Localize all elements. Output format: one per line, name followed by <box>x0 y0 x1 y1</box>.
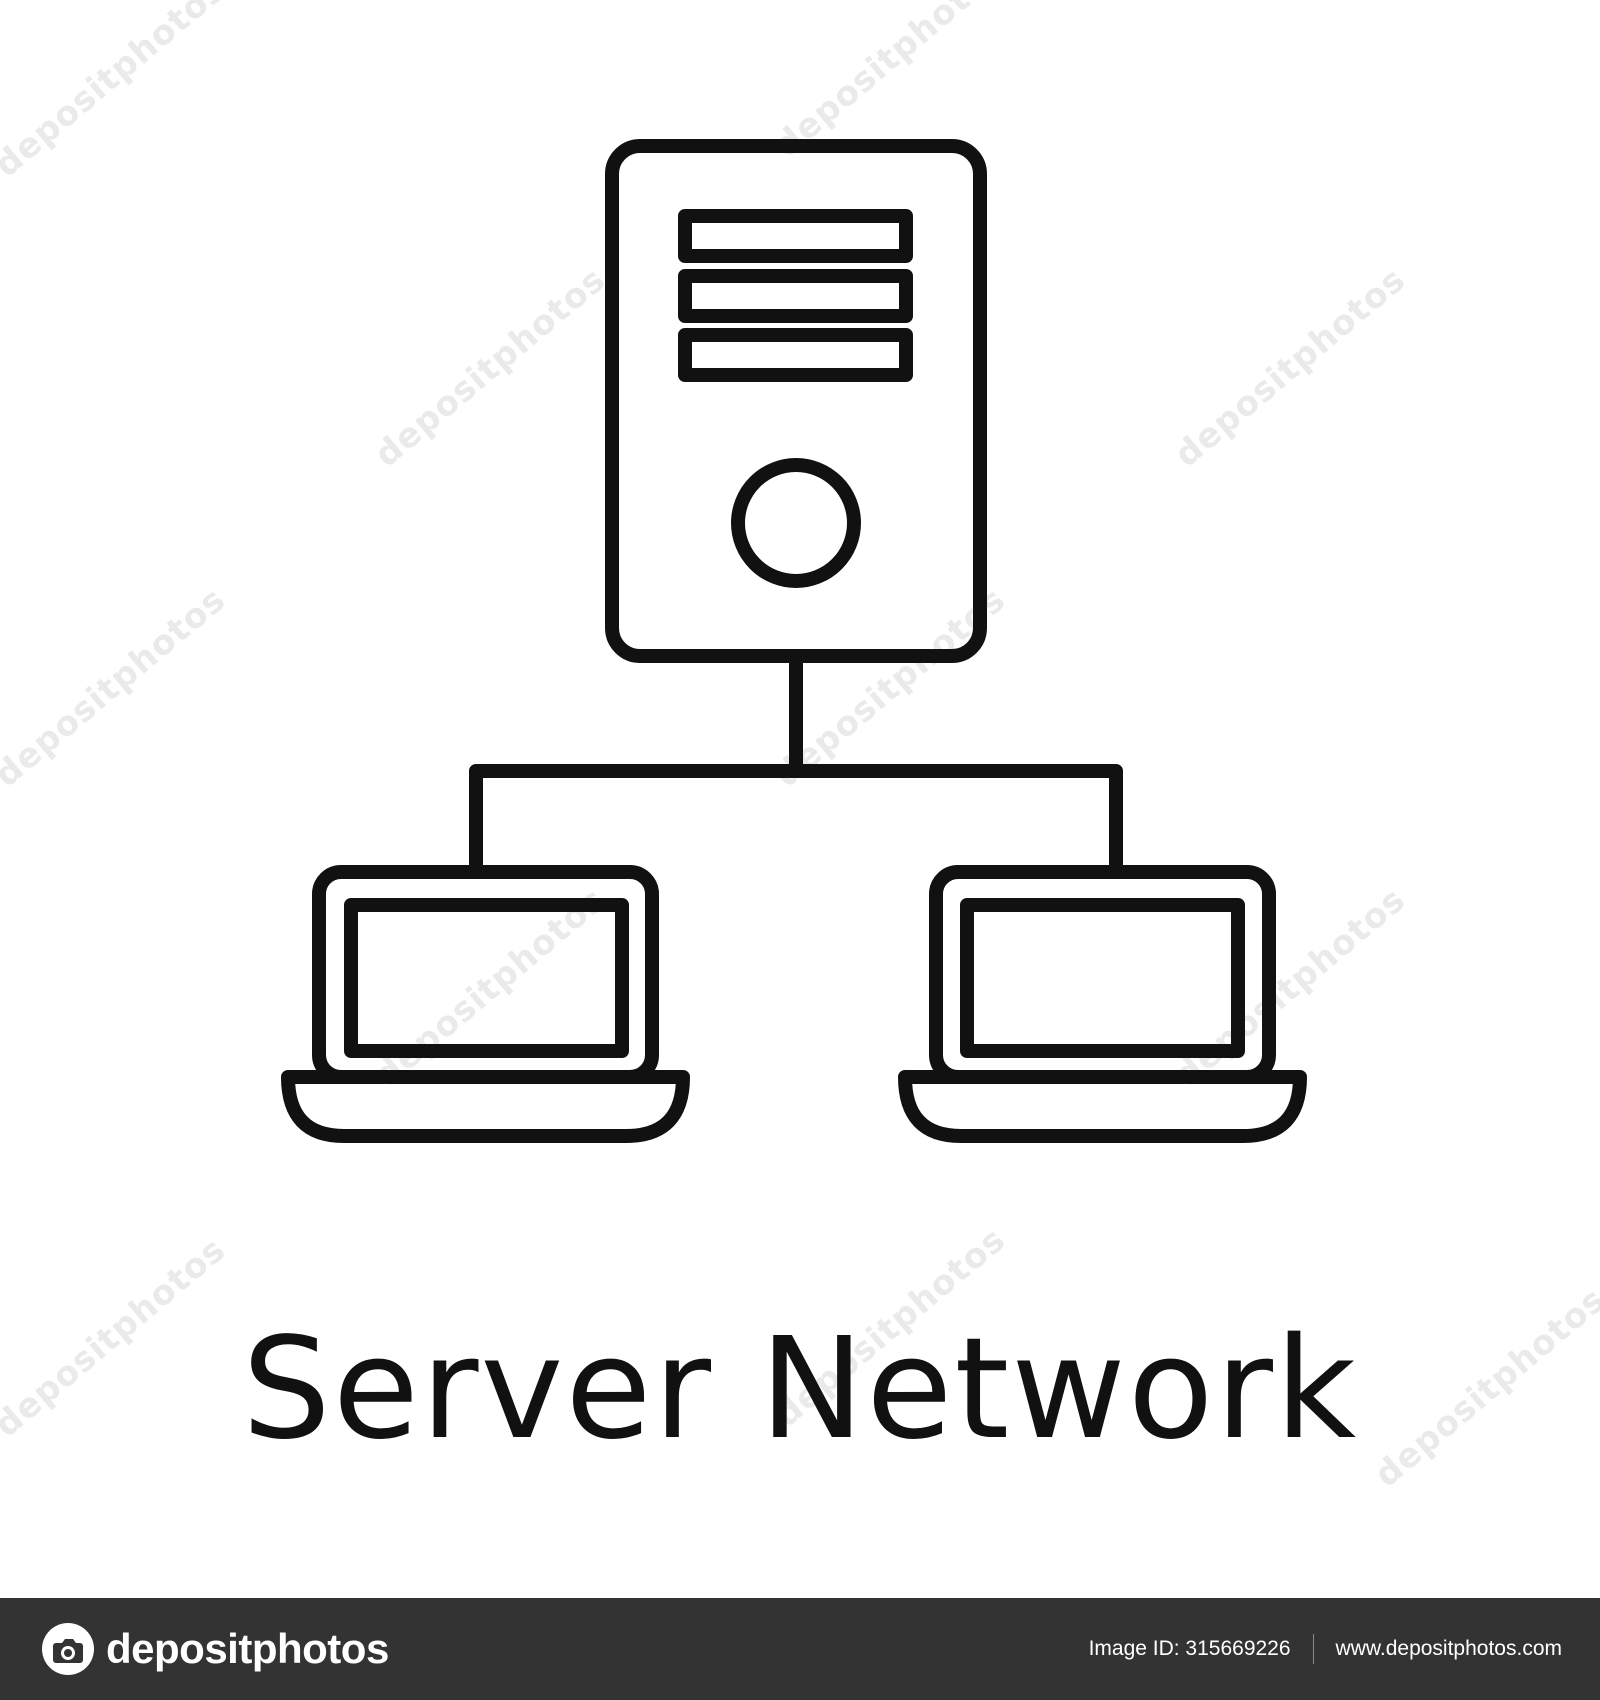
laptop-left-base <box>281 1070 690 1143</box>
page-title: Server Network <box>241 1308 1359 1471</box>
brand-name: depositphotos <box>106 1625 389 1672</box>
server-drive-bay-1 <box>678 209 913 263</box>
server-power-button <box>731 458 861 588</box>
server-network-diagram <box>281 139 1307 1143</box>
camera-logo-icon <box>42 1623 94 1675</box>
server-icon <box>605 139 987 663</box>
laptop-right-screen <box>960 898 1245 1058</box>
footer-divider <box>1312 1634 1314 1664</box>
laptop-icon <box>281 865 690 1143</box>
laptop-right-base <box>898 1070 1307 1143</box>
server-drive-bay-2 <box>678 269 913 323</box>
website-link[interactable]: www.depositphotos.com <box>1335 1637 1562 1660</box>
server-drive-bay-3 <box>678 328 913 382</box>
footer-bar: depositphotos Image ID: 315669226 www.de… <box>0 1598 1600 1700</box>
image-id: Image ID: 315669226 <box>1088 1637 1291 1660</box>
branch-line <box>469 764 1123 879</box>
brand[interactable]: depositphotos <box>40 1620 389 1678</box>
laptop-icon <box>898 865 1307 1143</box>
footer-info: Image ID: 315669226 www.depositphotos.co… <box>1089 1598 1562 1700</box>
laptop-left-screen <box>344 898 629 1058</box>
network-connectors <box>469 649 1123 879</box>
